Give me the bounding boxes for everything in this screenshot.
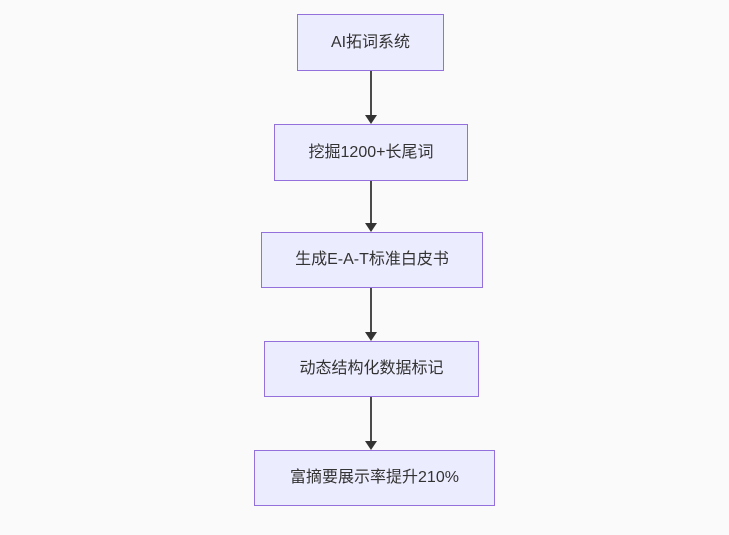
edge-line (370, 71, 372, 115)
flow-node-structured-data-markup: 动态结构化数据标记 (264, 341, 479, 397)
flow-edge-3 (365, 288, 377, 341)
flow-node-label: 生成E-A-T标准白皮书 (295, 251, 449, 269)
flow-node-eat-whitepaper: 生成E-A-T标准白皮书 (261, 232, 483, 288)
flow-node-label: 富摘要展示率提升210% (290, 469, 459, 487)
flow-edge-4 (365, 397, 377, 450)
edge-line (370, 397, 372, 441)
flow-node-label: 挖掘1200+长尾词 (308, 143, 434, 161)
arrowhead-icon (365, 332, 377, 341)
arrowhead-icon (365, 441, 377, 450)
flow-edge-1 (365, 71, 377, 124)
flow-node-rich-snippet-result: 富摘要展示率提升210% (254, 450, 495, 506)
flow-node-ai-keyword-system: AI拓词系统 (297, 14, 444, 71)
arrowhead-icon (365, 115, 377, 124)
edge-line (370, 288, 372, 332)
arrowhead-icon (365, 223, 377, 232)
edge-line (370, 181, 372, 223)
flow-edge-2 (365, 181, 377, 232)
flow-node-longtail-mining: 挖掘1200+长尾词 (274, 124, 468, 181)
flow-node-label: 动态结构化数据标记 (299, 360, 444, 378)
flow-node-label: AI拓词系统 (330, 33, 411, 51)
